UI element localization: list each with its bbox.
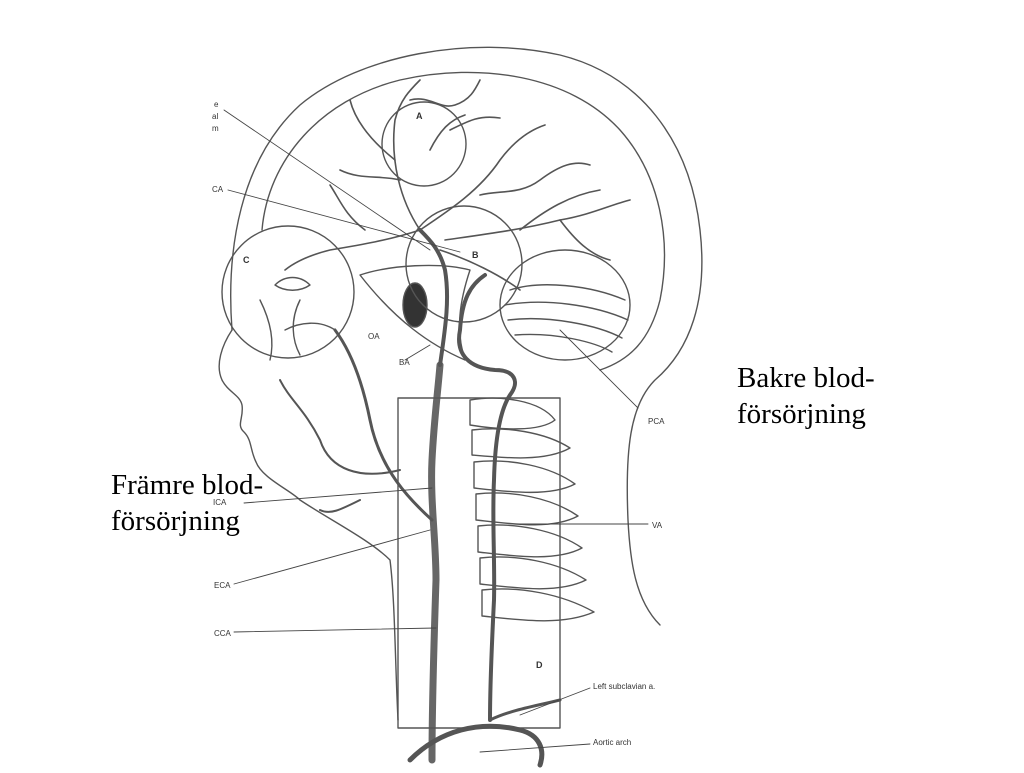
label-left-subclavian: Left subclavian a.: [593, 682, 655, 691]
cropped-label-aca: CA: [212, 185, 224, 194]
region-label-a: A: [416, 111, 423, 121]
skull-inner-outline: [261, 71, 666, 371]
external-branch-face: [279, 379, 401, 513]
label-eca: ECA: [214, 581, 231, 590]
cropped-label-3: m: [212, 124, 219, 133]
label-ba: BA: [399, 358, 410, 367]
facial-vessels: [259, 299, 336, 361]
anterior-label-line1: Främre blod-: [111, 469, 264, 501]
neck-front: [299, 499, 399, 721]
anterior-blood-supply-label: Främre blod- försörjning: [111, 467, 263, 539]
leader-lines: [223, 109, 649, 753]
sinus: [402, 282, 428, 328]
internal-carotid: [418, 228, 450, 367]
carotid-artery: [428, 361, 444, 764]
vertebral-artery: [457, 273, 517, 722]
region-label-d: D: [536, 660, 543, 670]
label-aortic-arch: Aortic arch: [593, 738, 631, 747]
label-ica: ICA: [213, 498, 227, 507]
region-box-d: [397, 397, 561, 729]
head-outline: [230, 46, 703, 626]
posterior-label-line2: försörjning: [737, 398, 866, 430]
external-carotid: [333, 328, 434, 522]
cerebellum: [499, 249, 631, 361]
region-label-b: B: [472, 250, 479, 260]
posterior-label-line1: Bakre blod-: [737, 362, 875, 394]
anterior-label-line2: försörjning: [111, 505, 240, 537]
region-circle-b: [405, 205, 523, 323]
cropped-label-2: al: [212, 112, 218, 121]
label-oa: OA: [368, 332, 380, 341]
subclavian: [488, 698, 562, 722]
cerebral-arteries: [284, 79, 631, 291]
region-circle-a: [381, 101, 467, 187]
cropped-label-1: e: [214, 100, 219, 109]
label-cca: CCA: [214, 629, 232, 638]
region-label-c: C: [243, 255, 250, 265]
eye: [274, 276, 311, 291]
label-pca: PCA: [648, 417, 665, 426]
posterior-blood-supply-label: Bakre blod- försörjning: [737, 360, 875, 432]
region-circle-c: [221, 225, 355, 359]
label-va: VA: [652, 521, 663, 530]
face-profile: [218, 329, 301, 501]
cervical-vertebrae: [469, 397, 595, 622]
